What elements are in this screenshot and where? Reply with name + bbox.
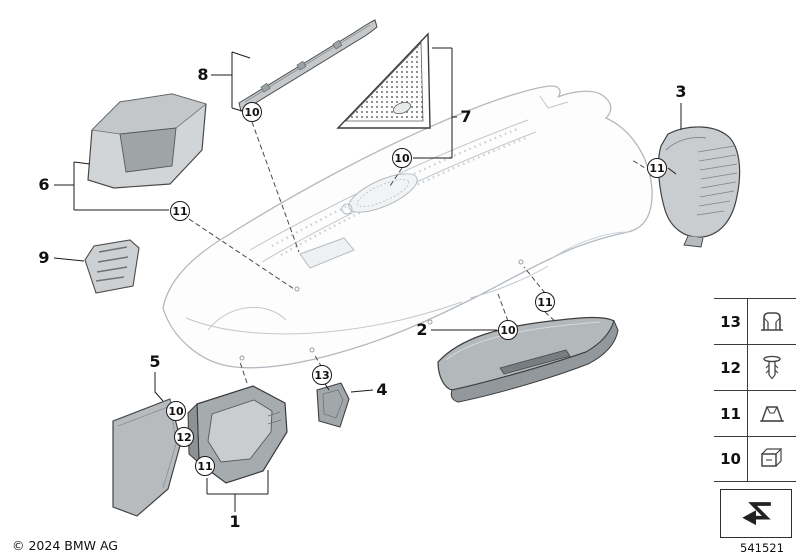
box-clip-icon: [748, 437, 796, 481]
part-callout-9[interactable]: 9: [38, 248, 50, 267]
legend-row-10[interactable]: 10: [714, 436, 796, 482]
part-callout-5[interactable]: 5: [149, 352, 161, 371]
legend-row-12[interactable]: 12: [714, 344, 796, 390]
expanding-rivet-icon: [748, 345, 796, 390]
legend-number: 13: [714, 299, 748, 344]
fastener-badge-11[interactable]: 11: [535, 292, 555, 312]
part-8-shape[interactable]: [238, 19, 378, 112]
fastener-badge-12[interactable]: 12: [174, 427, 194, 447]
callout-bracket-lines: [53, 47, 682, 512]
part-6-shape[interactable]: [87, 93, 207, 189]
part-callout-1[interactable]: 1: [229, 512, 241, 531]
fastener-badge-10[interactable]: 10: [166, 401, 186, 421]
fastener-badge-13[interactable]: 13: [312, 365, 332, 385]
part-7-shape[interactable]: [336, 32, 431, 129]
continuation-box[interactable]: [720, 489, 792, 538]
part-callout-8[interactable]: 8: [197, 65, 209, 84]
part-2-shape[interactable]: [437, 316, 619, 403]
part-callout-3[interactable]: 3: [675, 82, 687, 101]
leader-lines: [188, 121, 659, 453]
fastener-badge-10[interactable]: 10: [392, 148, 412, 168]
z-arrow-icon: [736, 496, 776, 532]
legend-number: 12: [714, 345, 748, 390]
diagram-number-text: 541521: [740, 541, 784, 555]
part-3-shape[interactable]: [657, 126, 741, 248]
fastener-badge-11[interactable]: 11: [647, 158, 667, 178]
legend-row-13[interactable]: 13: [714, 298, 796, 344]
dashboard-body-shape: [162, 85, 653, 369]
part-callout-6[interactable]: 6: [38, 175, 50, 194]
fastener-badge-11[interactable]: 11: [195, 456, 215, 476]
clip-icon: [748, 299, 796, 344]
legend-number: 10: [714, 437, 748, 481]
copyright-text: © 2024 BMW AG: [12, 538, 118, 553]
spring-clip-icon: [748, 391, 796, 436]
part-4-shape[interactable]: [316, 382, 350, 428]
part-5-shape[interactable]: [112, 398, 182, 517]
fastener-badge-10[interactable]: 10: [498, 320, 518, 340]
part-9-shape[interactable]: [84, 239, 140, 294]
part-callout-2[interactable]: 2: [416, 320, 428, 339]
fastener-badge-11[interactable]: 11: [170, 201, 190, 221]
fastener-badge-10[interactable]: 10: [242, 102, 262, 122]
part-callout-4[interactable]: 4: [376, 380, 388, 399]
fastener-legend: 13 12 11: [714, 298, 796, 482]
legend-row-11[interactable]: 11: [714, 390, 796, 436]
part-callout-7[interactable]: 7: [460, 107, 472, 126]
legend-number: 11: [714, 391, 748, 436]
